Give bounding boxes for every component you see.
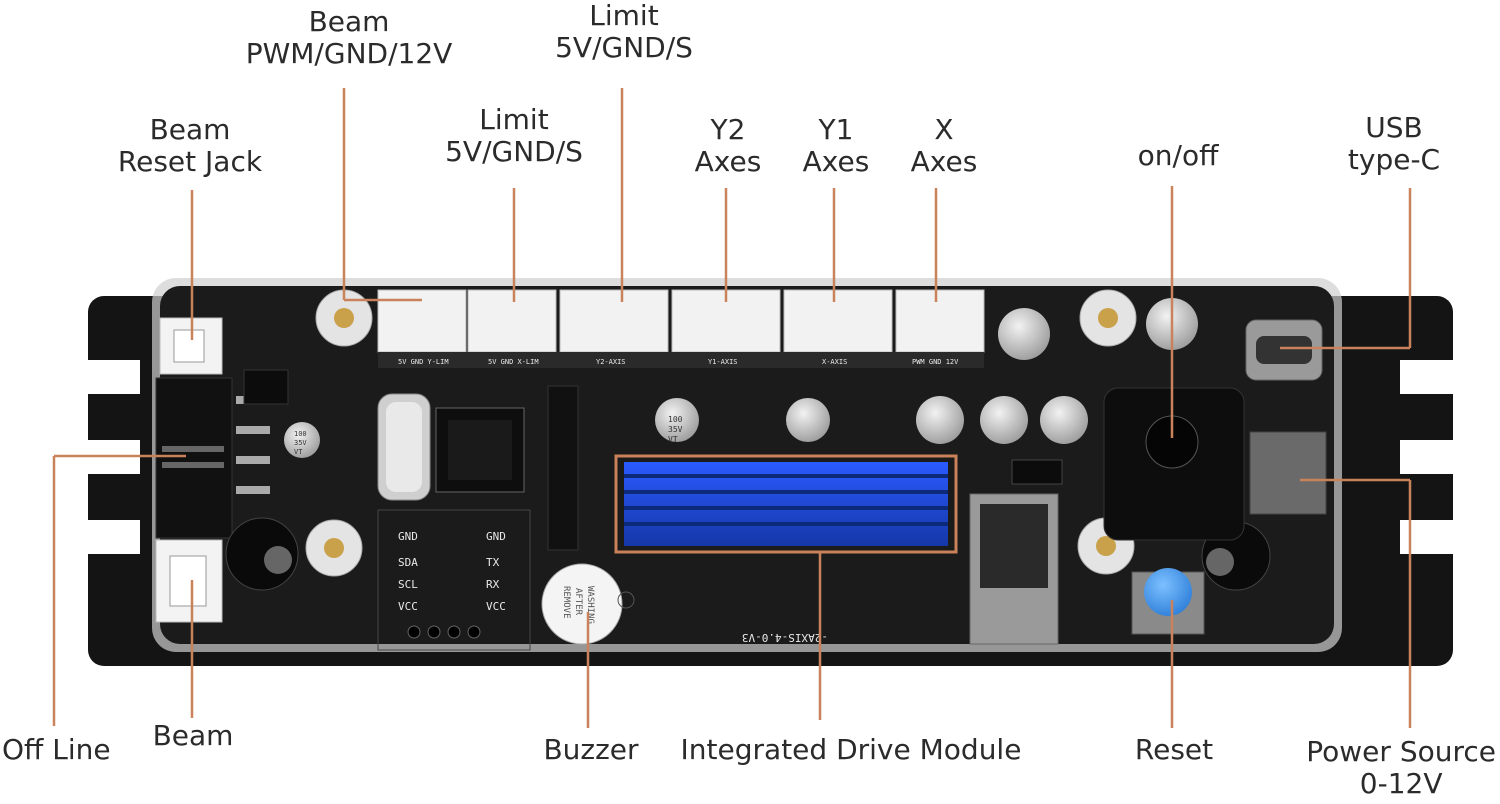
standoffs [305, 289, 1137, 577]
label-power-line2: 0-12V [1359, 767, 1443, 800]
label-y2-line2: Axes [694, 145, 762, 178]
mcu-chip [435, 407, 525, 493]
pin-right-1: GND [486, 530, 506, 543]
label-reset: Reset [1135, 734, 1213, 766]
label-drive: Integrated Drive Module [681, 734, 1022, 766]
label-usb: USB type-C [1348, 112, 1440, 176]
conn-tag-3: Y2-AXIS [596, 358, 626, 366]
label-beam-pwm-line2: PWM/GND/12V [245, 37, 453, 70]
label-y1-line1: Y1 [818, 113, 854, 146]
conn-tag-1: 5V GND Y-LIM [398, 358, 449, 366]
label-power-line1: Power Source [1306, 735, 1496, 768]
drive-module-heatsink [614, 454, 958, 554]
label-beam-reset-line1: Beam [149, 113, 231, 146]
label-beam-bottom-line1: Beam [152, 719, 234, 752]
pin-right-4: VCC [486, 600, 506, 613]
label-offline: Off Line [2, 734, 111, 766]
conn-tag-6: PWM GND 12V [912, 358, 959, 366]
power-jack [1249, 431, 1327, 515]
buzzer-text-1: REMOVE [561, 586, 571, 619]
buzzer-text-3: WASHING [585, 586, 595, 624]
pin-left-2: SDA [398, 556, 418, 569]
label-beam-bottom: Beam [153, 720, 234, 752]
pin-right-3: RX [486, 578, 500, 591]
label-limit-mid-line1: Limit [479, 103, 549, 136]
conn-tag-2: 5V GND X-LIM [488, 358, 539, 366]
reset-button-component [1131, 568, 1205, 635]
label-beam-reset-line2: Reset Jack [117, 145, 263, 178]
label-onoff: on/off [1138, 140, 1219, 172]
label-usb-line1: USB [1365, 111, 1423, 144]
label-limit-top: Limit 5V/GND/S [555, 0, 693, 64]
label-beam-pwm: Beam PWM/GND/12V [246, 6, 453, 70]
label-x-line1: X [934, 113, 954, 146]
small-cap-text-1: 100 [294, 430, 307, 438]
small-cap-text-3: VT [294, 448, 303, 456]
silkscreen: 8.000 -2AXIS-4.0-V3 GND SDA SCL VCC GND … [294, 358, 959, 644]
resistor-column [547, 385, 579, 551]
conn-tag-4: Y1-AXIS [708, 358, 738, 366]
small-cap-text-2: 35V [294, 439, 307, 447]
pin-left-3: SCL [398, 578, 418, 591]
label-offline-line1: Off Line [2, 733, 111, 766]
pin-left-1: GND [398, 530, 418, 543]
label-onoff-line1: on/off [1137, 139, 1219, 172]
label-y1-line2: Axes [802, 145, 870, 178]
regulator [243, 369, 320, 458]
label-limit-mid-line2: 5V/GND/S [445, 135, 583, 168]
pin-left-4: VCC [398, 600, 418, 613]
label-limit-mid: Limit 5V/GND/S [445, 104, 583, 168]
version-label: -2AXIS-4.0-V3 [742, 631, 828, 644]
label-x: X Axes [911, 114, 978, 178]
label-drive-line1: Integrated Drive Module [680, 733, 1022, 766]
usb-c-port [1245, 319, 1323, 381]
callout-lines [52, 88, 1412, 728]
cap-text-1: 100 [668, 415, 683, 424]
label-usb-line2: type-C [1347, 143, 1441, 176]
conn-tag-5: X-AXIS [822, 358, 847, 366]
label-beam-reset: Beam Reset Jack [118, 114, 262, 178]
label-x-line2: Axes [910, 145, 978, 178]
label-y2: Y2 Axes [695, 114, 762, 178]
cap-text-2: 35V [668, 425, 683, 434]
onoff-switch [1103, 387, 1245, 541]
buzzer-component [541, 563, 635, 645]
label-power: Power Source 0-12V [1306, 736, 1496, 800]
label-buzzer-line1: Buzzer [543, 733, 639, 766]
label-reset-line1: Reset [1134, 733, 1214, 766]
io-header [377, 509, 531, 651]
label-y2-line1: Y2 [710, 113, 746, 146]
label-limit-top-line2: 5V/GND/S [555, 31, 693, 64]
label-buzzer: Buzzer [543, 734, 638, 766]
label-y1: Y1 Axes [803, 114, 870, 178]
label-beam-pwm-line1: Beam [308, 5, 390, 38]
label-limit-top-line1: Limit [589, 0, 659, 32]
beam-connector [155, 539, 223, 623]
cap-text-3: VT [668, 435, 678, 444]
crystal [377, 393, 431, 501]
crystal-label: 8.000 [393, 454, 406, 487]
mosfet [969, 459, 1063, 645]
pin-right-2: TX [486, 556, 500, 569]
offline-header [155, 377, 270, 539]
buzzer-text-2: AFTER [573, 588, 583, 616]
